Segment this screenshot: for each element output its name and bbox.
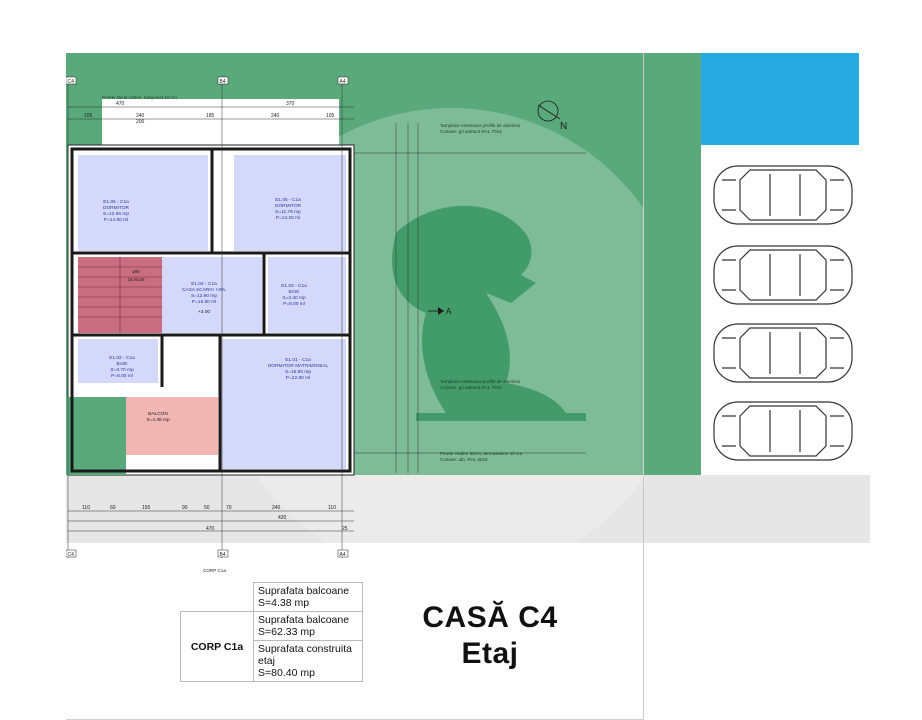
room-4-id: E1.02 - C1a [109, 355, 135, 361]
room-5-name: DORMITOR MATRIMONIAL [268, 363, 329, 369]
dim-bottom-8: 420 [278, 515, 287, 521]
balcony-area: S=4.38 mp [146, 417, 170, 423]
room-0-area: S=12.96 mp [103, 211, 129, 217]
dim-bottom-5: 70 [226, 505, 232, 511]
row-2-label-cont: etaj [258, 655, 275, 667]
green-background-right [644, 53, 701, 475]
table-empty-cell [180, 582, 254, 612]
corp-caption: CORP C1a [203, 568, 226, 573]
note-6: Culoare: alb, RAL 9016 [440, 457, 488, 462]
note-3: Tamplarie exterioara profile de aluminiu [440, 379, 521, 384]
room-5-perimeter: P=22.80 ml [286, 375, 310, 381]
car-icon [713, 323, 853, 383]
dim-top-0: 105 [84, 113, 93, 119]
room-4-area: S=3.70 mp [110, 367, 134, 373]
title-line-2: Etaj [461, 637, 519, 670]
north-arrow-icon: N [537, 100, 567, 132]
car-icon [713, 401, 853, 461]
area-table: Suprafata balcoane S=4.38 mp CORP C1a Su… [180, 582, 363, 682]
note-1: Tamplarie exterioara profile de aluminiu [440, 123, 521, 128]
room-5-area: S=16.90 mp [285, 369, 311, 375]
table-row: Suprafata construita etaj S=80.40 mp [253, 640, 363, 682]
table-row: Suprafata balcoane S=4.38 mp [253, 582, 363, 612]
balcony-area [126, 397, 218, 455]
gray-band [66, 475, 870, 543]
room-3-perimeter: P=8.00 ml [283, 301, 305, 307]
dim-bottom-7: 110 [328, 505, 336, 511]
room-1-id: E1.05 - C1a [275, 197, 301, 203]
note-5: Perete cladire 30cm, termosistem 10 cm [440, 451, 522, 456]
note-0: Perete sticla 10mm, tamponat 10 cm [102, 95, 177, 100]
axis-bottom-c: C4 [68, 552, 75, 558]
room-0-name: DORMITOR [103, 205, 130, 211]
room-5-id: E1.01 - C1a [285, 357, 311, 363]
corp-cell: CORP C1a [180, 611, 254, 682]
section-label: A [446, 307, 452, 316]
room-2-perimeter: P=15.80 ml [192, 299, 216, 305]
room-3-name: BAIE [289, 289, 300, 295]
row-0-label: Suprafata balcoane [258, 585, 350, 597]
room-0-id: E1.06 - C1a [103, 199, 129, 205]
room-4-perimeter: P=8.00 ml [111, 373, 133, 379]
note-2: Culoare: gri antracit RAL 7016 [440, 129, 502, 134]
dim-top-2: 200 [136, 119, 145, 125]
stair-size: 15.8x28 [127, 277, 144, 283]
axis-bottom-a: A4 [340, 552, 346, 558]
room-4-name: BAIE [117, 361, 128, 367]
dim-bottom-0: 110 [82, 505, 90, 511]
row-2-value: S=80.40 mp [258, 667, 315, 679]
car-icon [713, 165, 853, 225]
balcony-name: BALCON [148, 411, 168, 417]
room-3-id: E1.03 - C1a [281, 283, 307, 289]
room-1-name: DORMITOR [275, 203, 302, 209]
note-4: Culoare: gri antracit RAL 7016 [440, 385, 502, 390]
room-2-id: E1.04 - C1a [191, 281, 217, 287]
section-marker: A [428, 307, 452, 316]
title-line-1: CASĂ C4 [422, 601, 558, 634]
dim-top-5: 240 [271, 113, 280, 119]
level-mark: +3.00 [198, 309, 210, 315]
dim-bottom-4: 50 [204, 505, 210, 511]
dim-top-3: 185 [206, 113, 215, 119]
room-0-perimeter: P=14.80 ml [104, 217, 128, 223]
room-1-perimeter: P=14.20 ml [276, 215, 300, 221]
axis-top-c: C4 [68, 79, 75, 85]
floor-plan: C4 B4 A4 C4 B4 A4 105 240 200 185 370 24… [66, 76, 644, 578]
room-3-area: S=3.40 mp [282, 295, 306, 301]
blue-header-block [701, 53, 859, 145]
dim-top-6: 105 [326, 113, 335, 119]
row-1-value: S=62.33 mp [258, 626, 315, 638]
table-row: Suprafata balcoane S=62.33 mp [253, 611, 363, 641]
page-title: CASĂ C4 Etaj [390, 600, 590, 672]
dim-bottom-9: 470 [206, 526, 215, 532]
dim-bottom-3: 90 [182, 505, 188, 511]
car-icon [713, 245, 853, 305]
stair-label: 19tr [132, 269, 141, 275]
dim-top-7: 470 [116, 101, 125, 107]
axis-bottom-b: B4 [220, 552, 226, 558]
dim-top-4: 370 [286, 101, 295, 107]
dim-bottom-2: 155 [142, 505, 151, 511]
dim-bottom-6: 240 [272, 505, 281, 511]
dim-bottom-10: 25 [342, 526, 348, 532]
room-2-area: S=12.90 mp [191, 293, 217, 299]
parking-pane [701, 145, 870, 475]
dim-bottom-1: 60 [110, 505, 116, 511]
axis-top-b: B4 [220, 79, 226, 85]
vertical-divider [643, 53, 644, 720]
row-2-label: Suprafata construita [258, 643, 352, 655]
room-2-name: CASA SCARII+ HOL [182, 287, 226, 293]
row-0-value: S=4.38 mp [258, 597, 310, 609]
axis-top-a: A4 [340, 79, 346, 85]
row-1-label: Suprafata balcoane [258, 614, 350, 626]
north-label: N [560, 121, 567, 132]
room-1-area: S=11.79 mp [275, 209, 301, 215]
dim-top-1: 240 [136, 113, 145, 119]
